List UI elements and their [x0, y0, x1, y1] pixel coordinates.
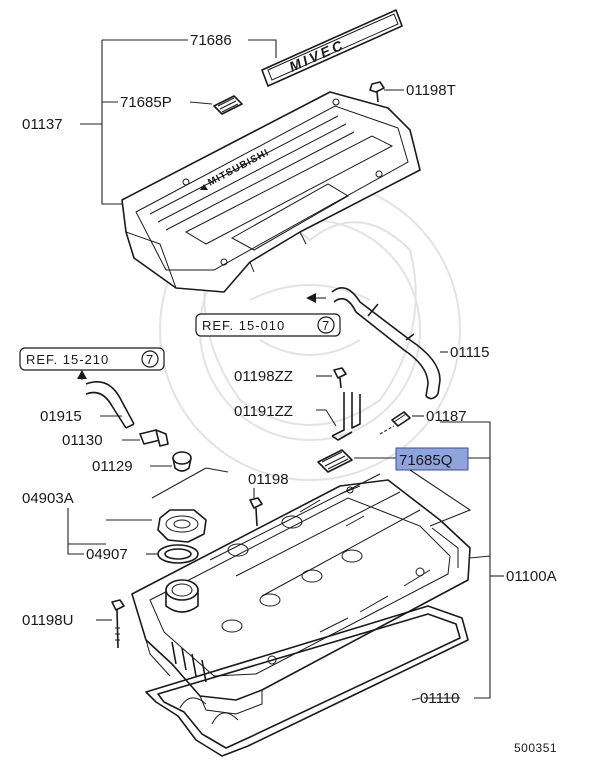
ref-15-010-text: REF. 15-010	[202, 318, 285, 333]
reference-box-15-210[interactable]: REF. 15-210 7	[19, 347, 165, 371]
label-01110: 01110	[420, 690, 460, 707]
ref-15-010-circle: 7	[322, 318, 329, 333]
stud-guide-line	[379, 425, 395, 435]
engine-cover[interactable]: MITSUBISHI	[121, 91, 421, 293]
ref-15-210-circle: 7	[146, 352, 153, 367]
reference-box-15-010[interactable]: REF. 15-010 7	[195, 313, 341, 337]
label-01129: 01129	[92, 458, 133, 475]
hose-01915[interactable]	[85, 381, 135, 429]
label-71685p: 71685P	[120, 94, 172, 111]
label-01130: 01130	[62, 432, 103, 449]
arrow-up-icon	[77, 370, 87, 379]
label-01198u: 01198U	[22, 612, 73, 629]
label-01191zz: 01191ZZ	[234, 403, 293, 420]
leader-lines-cap	[67, 467, 229, 555]
bracket-01191zz[interactable]	[331, 392, 361, 441]
leader-lines-right	[409, 421, 504, 701]
bolt-01198u[interactable]	[111, 599, 125, 649]
highlight-71685q[interactable]	[395, 447, 469, 471]
label-04903a: 04903A	[22, 490, 74, 507]
label-01198zz: 01198ZZ	[234, 368, 293, 385]
arrow-left-icon	[306, 293, 316, 303]
diagram-code: 500351	[514, 741, 557, 755]
label-01187: 01187	[426, 408, 467, 425]
label-01198t: 01198T	[406, 82, 456, 99]
label-01100a: 01100A	[506, 568, 557, 585]
breather-hose-01115[interactable]	[331, 286, 441, 400]
label-01915: 01915	[40, 408, 82, 425]
label-01198: 01198	[248, 471, 289, 488]
stud-01187[interactable]	[391, 411, 411, 427]
leader-01191zz	[316, 409, 337, 427]
ref-15-210-text: REF. 15-210	[26, 352, 109, 367]
oil-filler-cap-04903a[interactable]	[157, 509, 207, 543]
grommet-01129[interactable]	[172, 451, 192, 472]
valve-cover-01100a[interactable]	[131, 473, 471, 715]
bolt-01198zz[interactable]	[333, 367, 347, 389]
fitting-01130[interactable]	[139, 429, 169, 447]
cap-gasket-04907[interactable]	[157, 544, 199, 564]
mivec-emblem[interactable]: MIVEC	[261, 9, 403, 87]
label-01137: 01137	[22, 116, 63, 133]
leader-lines-cover	[80, 39, 404, 205]
bolt-01198[interactable]	[249, 497, 263, 527]
label-71685q: 71685Q	[399, 452, 452, 469]
label-plate-71685q[interactable]	[317, 449, 353, 473]
valve-cover-gasket-01110[interactable]	[145, 605, 469, 757]
label-plate-71685p[interactable]	[213, 95, 243, 115]
label-01115: 01115	[450, 344, 490, 361]
mitsubishi-logo-icon	[200, 184, 208, 190]
bolt-01198t[interactable]	[369, 81, 385, 103]
label-04907: 04907	[86, 546, 128, 563]
label-71686: 71686	[190, 32, 232, 49]
